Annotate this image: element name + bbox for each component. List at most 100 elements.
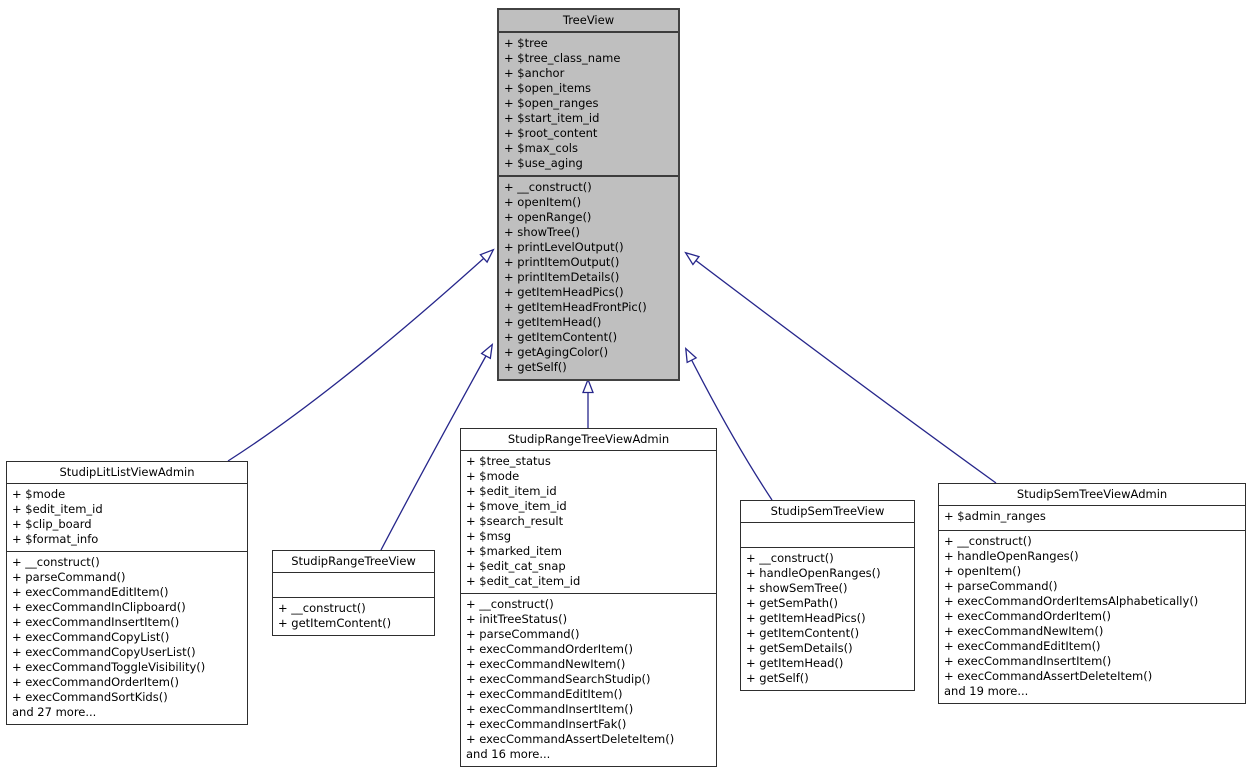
member-row: + execCommandSortKids() (12, 690, 168, 704)
member-row: + $marked_item (466, 544, 562, 558)
member-row: + execCommandToggleVisibility() (12, 660, 206, 674)
member-row: + getSemDetails() (746, 641, 853, 655)
class-box-studipsemtreeview[interactable]: StudipSemTreeView + __construct()+ handl… (740, 500, 915, 691)
member-row: + $max_cols (504, 141, 578, 155)
member-row: + getSelf() (504, 360, 567, 374)
member-row: + execCommandInsertItem() (12, 615, 180, 629)
member-row: + execCommandOrderItem() (12, 675, 179, 689)
member-row: + $tree (504, 36, 548, 50)
member-row: + $edit_cat_snap (466, 559, 566, 573)
member-row: + handleOpenRanges() (944, 549, 1079, 563)
member-row: + getItemHead() (746, 656, 844, 670)
member-row: + $open_items (504, 81, 592, 95)
member-row: + $edit_item_id (466, 484, 557, 498)
class-box-studipsemtreeviewadmin[interactable]: StudipSemTreeViewAdmin + $admin_ranges +… (938, 483, 1246, 704)
member-row: + execCommandEditItem() (944, 639, 1101, 653)
member-row: + __construct() (746, 551, 834, 565)
member-row: + openRange() (504, 210, 592, 224)
member-row: + execCommandNewItem() (944, 624, 1104, 638)
member-row: + execCommandCopyUserList() (12, 645, 196, 659)
member-row: + getItemHeadPics() (504, 285, 624, 299)
member-row: + handleOpenRanges() (746, 566, 881, 580)
member-row: + getItemHead() (504, 315, 602, 329)
member-row: + execCommandOrderItemsAlphabetically() (944, 594, 1199, 608)
member-row: + __construct() (504, 180, 592, 194)
member-row: + execCommandOrderItem() (466, 642, 633, 656)
member-row: + $edit_item_id (12, 502, 103, 516)
class-attributes (273, 573, 434, 598)
member-row: and 27 more... (12, 705, 97, 719)
member-row: + getItemContent() (504, 330, 618, 344)
class-methods: + __construct()+ handleOpenRanges()+ ope… (939, 531, 1245, 703)
class-title: TreeView (499, 10, 678, 33)
member-row: + parseCommand() (466, 627, 580, 641)
member-row: + $edit_cat_item_id (466, 574, 581, 588)
member-row: + openItem() (504, 195, 582, 209)
member-row: + execCommandInsertItem() (944, 654, 1112, 668)
member-row: + printLevelOutput() (504, 240, 624, 254)
member-row: + execCommandCopyList() (12, 630, 170, 644)
member-row: + __construct() (466, 597, 554, 611)
member-row: + __construct() (12, 555, 100, 569)
member-row: + getItemContent() (278, 616, 392, 630)
class-methods: + __construct()+ initTreeStatus()+ parse… (461, 594, 716, 766)
member-row: + parseCommand() (944, 579, 1058, 593)
member-row: + openItem() (944, 564, 1022, 578)
member-row: + initTreeStatus() (466, 612, 568, 626)
member-row: + $msg (466, 529, 512, 543)
class-title: StudipRangeTreeViewAdmin (461, 429, 716, 451)
member-row: + getAgingColor() (504, 345, 609, 359)
member-row: + $root_content (504, 126, 598, 140)
member-row: + $start_item_id (504, 111, 600, 125)
member-row: + showTree() (504, 225, 580, 239)
member-row: and 16 more... (466, 747, 551, 761)
member-row: + execCommandSearchStudip() (466, 672, 651, 686)
member-row: + $move_item_id (466, 499, 567, 513)
member-row: + $mode (466, 469, 520, 483)
class-methods: + __construct()+ getItemContent() (273, 598, 434, 635)
member-row: + $search_result (466, 514, 564, 528)
member-row: + $format_info (12, 532, 99, 546)
class-box-studiplitlistviewadmin[interactable]: StudipLitListViewAdmin + $mode+ $edit_it… (6, 461, 248, 725)
member-row: + __construct() (944, 534, 1032, 548)
class-box-treeview[interactable]: TreeView + $tree+ $tree_class_name+ $anc… (497, 8, 680, 381)
member-row: + execCommandInClipboard() (12, 600, 186, 614)
member-row: + getItemHeadPics() (746, 611, 866, 625)
member-row: + getSemPath() (746, 596, 838, 610)
class-attributes (741, 523, 914, 548)
member-row: + $anchor (504, 66, 565, 80)
member-row: + $admin_ranges (944, 509, 1046, 523)
member-row: + execCommandEditItem() (466, 687, 623, 701)
class-title: StudipSemTreeViewAdmin (939, 484, 1245, 506)
class-attributes: + $tree+ $tree_class_name+ $anchor+ $ope… (499, 33, 678, 177)
member-row: + getItemHeadFrontPic() (504, 300, 647, 314)
class-attributes: + $admin_ranges (939, 506, 1245, 531)
member-row: + $tree_status (466, 454, 551, 468)
member-row: + execCommandInsertItem() (466, 702, 634, 716)
class-methods: + __construct()+ openItem()+ openRange()… (499, 177, 678, 379)
member-row: + execCommandEditItem() (12, 585, 169, 599)
class-title: StudipLitListViewAdmin (7, 462, 247, 484)
member-row: + execCommandInsertFak() (466, 717, 627, 731)
inheritance-arrow-studipsemtreeviewadmin-to-treeview (684, 251, 997, 484)
member-row: + showSemTree() (746, 581, 848, 595)
class-box-studiprangetreeview[interactable]: StudipRangeTreeView + __construct()+ get… (272, 550, 435, 636)
class-methods: + __construct()+ handleOpenRanges()+ sho… (741, 548, 914, 690)
member-row: + __construct() (278, 601, 366, 615)
class-methods: + __construct()+ parseCommand()+ execCom… (7, 552, 247, 724)
class-box-studiprangetreeviewadmin[interactable]: StudipRangeTreeViewAdmin + $tree_status+… (460, 428, 717, 767)
member-row: + execCommandAssertDeleteItem() (944, 669, 1153, 683)
class-title: StudipRangeTreeView (273, 551, 434, 573)
class-attributes: + $tree_status+ $mode+ $edit_item_id+ $m… (461, 451, 716, 594)
member-row: + parseCommand() (12, 570, 126, 584)
class-attributes: + $mode+ $edit_item_id+ $clip_board+ $fo… (7, 484, 247, 552)
member-row: + getSelf() (746, 671, 809, 685)
member-row: + execCommandAssertDeleteItem() (466, 732, 675, 746)
inheritance-arrow-studiplitlistviewadmin-to-treeview (227, 248, 495, 462)
member-row: + printItemDetails() (504, 270, 620, 284)
member-row: + $clip_board (12, 517, 92, 531)
member-row: + execCommandNewItem() (466, 657, 626, 671)
member-row: and 19 more... (944, 684, 1029, 698)
member-row: + $mode (12, 487, 66, 501)
